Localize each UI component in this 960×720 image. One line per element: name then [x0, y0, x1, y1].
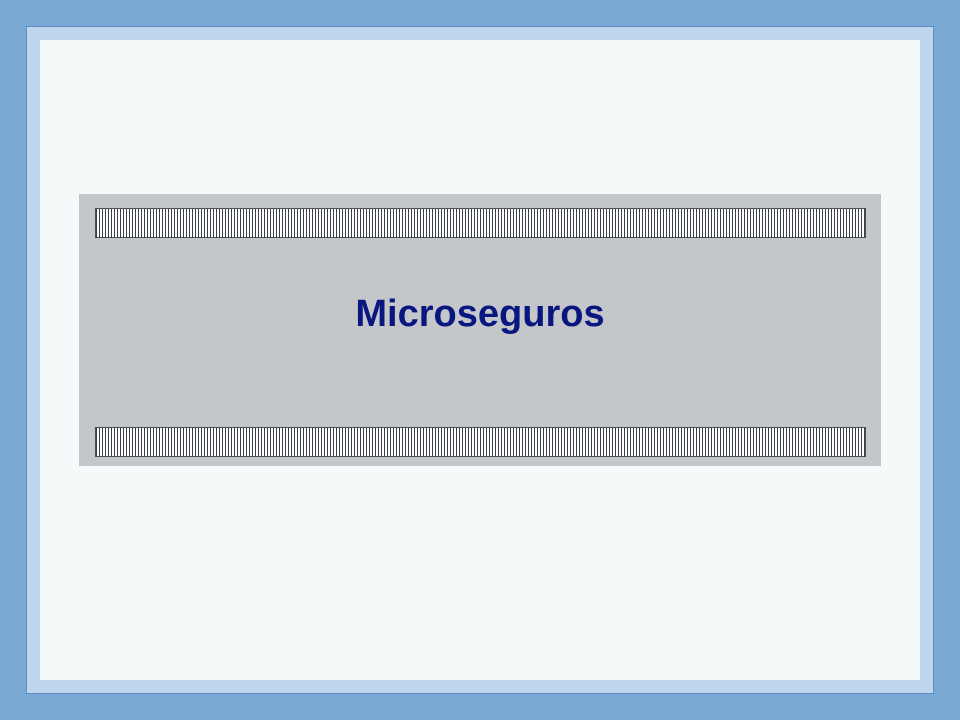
slide-title: Microseguros	[355, 293, 605, 335]
decorative-stripe-top	[95, 208, 866, 238]
decorative-stripe-bottom	[95, 427, 866, 457]
title-panel: Microseguros	[79, 194, 881, 466]
